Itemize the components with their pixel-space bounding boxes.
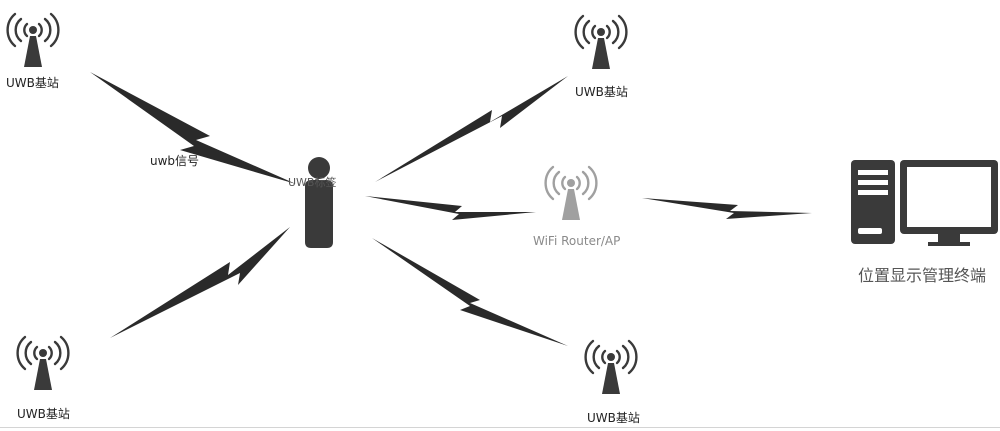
antenna-icon — [6, 12, 60, 69]
router-label: WiFi Router/AP — [533, 234, 621, 248]
wifi-antenna-icon — [544, 165, 598, 222]
computer-icon — [851, 160, 998, 246]
signal-link-router-terminal — [642, 198, 812, 219]
antenna-icon — [574, 14, 628, 71]
signal-link-bottom-left — [110, 227, 290, 338]
bottom-divider — [0, 427, 1000, 428]
signal-link-tag-router — [365, 196, 536, 220]
terminal-label: 位置显示管理终端 — [858, 266, 987, 285]
tag-label: UWB标签 — [288, 176, 337, 189]
signal-link-bottom-right — [372, 238, 568, 346]
station-label-top-right: UWB基站 — [575, 85, 628, 99]
signal-link-top-left — [90, 72, 296, 184]
antenna-icon — [16, 335, 70, 392]
person-icon — [305, 157, 333, 248]
signal-label: uwb信号 — [150, 154, 200, 168]
signal-link-top-right — [375, 76, 568, 182]
antenna-icon — [584, 339, 638, 396]
station-label-bottom-right: UWB基站 — [587, 411, 640, 425]
station-label-top-left: UWB基站 — [6, 76, 59, 90]
station-label-bottom-left: UWB基站 — [17, 407, 70, 421]
